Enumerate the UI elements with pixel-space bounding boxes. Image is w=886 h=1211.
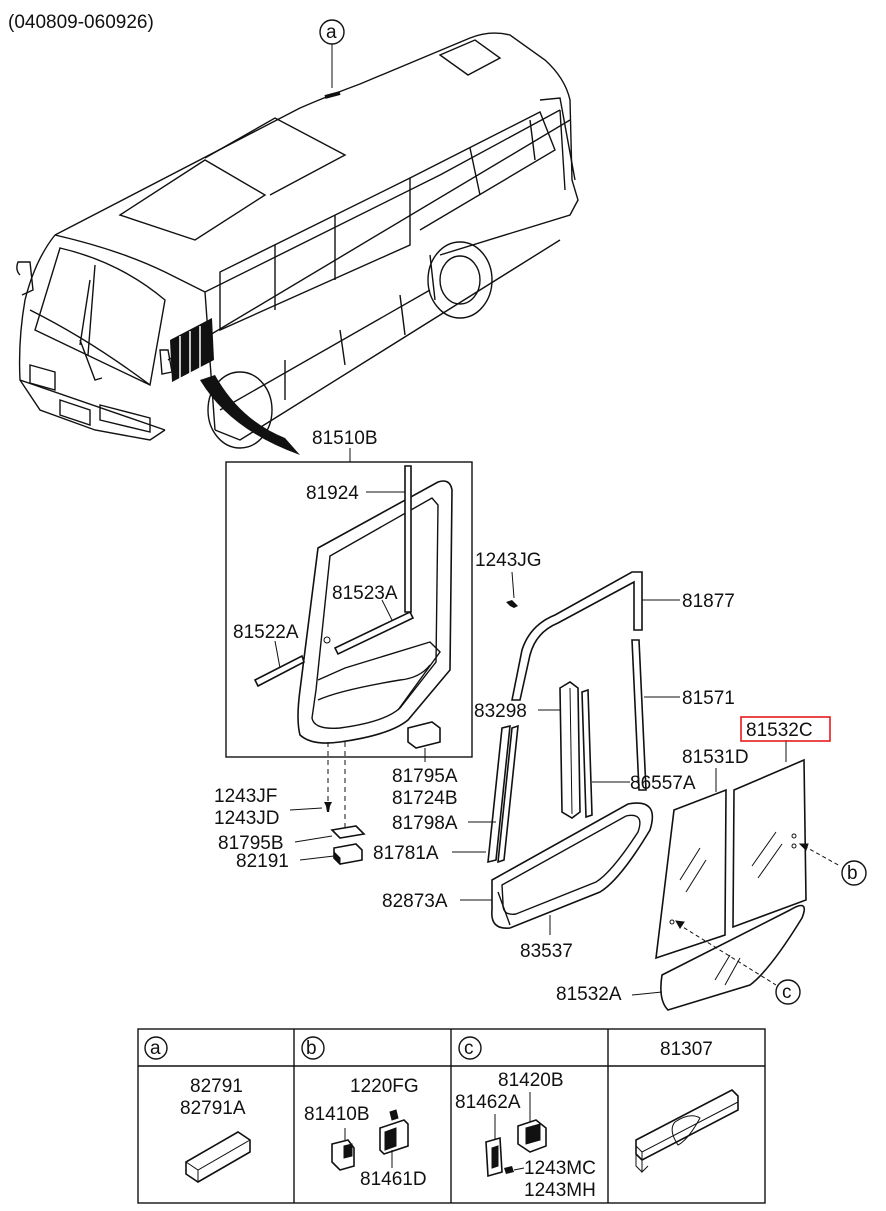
part-83298 bbox=[559, 681, 581, 819]
part-81877 bbox=[511, 571, 643, 701]
part-81571 bbox=[631, 639, 647, 791]
callout-b: b bbox=[847, 863, 858, 884]
door-window-highlight bbox=[170, 318, 214, 382]
cell-b-1220FG: 1220FG bbox=[350, 1076, 419, 1097]
part-81781A bbox=[497, 724, 519, 864]
label-81724B: 81724B bbox=[392, 788, 458, 809]
label-81532A: 81532A bbox=[556, 984, 622, 1005]
bus-illustration bbox=[16, 32, 579, 449]
label-1243JG: 1243JG bbox=[475, 550, 542, 571]
part-81795A bbox=[407, 721, 441, 749]
highlight-box-81532C bbox=[740, 716, 831, 742]
pointer-arrow bbox=[200, 375, 300, 455]
label-82191: 82191 bbox=[236, 851, 289, 872]
cell-c-81462A: 81462A bbox=[455, 1092, 521, 1113]
weatherstrip-81307-icon bbox=[635, 1089, 739, 1161]
label-81795B: 81795B bbox=[218, 833, 284, 854]
cell-b-81410B: 81410B bbox=[304, 1104, 370, 1125]
part-81795B bbox=[330, 825, 366, 839]
label-1243JF: 1243JF bbox=[214, 786, 277, 807]
label-81523A: 81523A bbox=[332, 583, 398, 604]
cell-a-82791: 82791 bbox=[190, 1076, 243, 1097]
label-83298: 83298 bbox=[474, 701, 527, 722]
cell-a-82791A: 82791A bbox=[180, 1098, 246, 1119]
label-81522A: 81522A bbox=[233, 622, 299, 643]
cell-c-1243MH: 1243MH bbox=[524, 1180, 596, 1201]
part-82873A bbox=[491, 802, 654, 929]
label-81877: 81877 bbox=[682, 591, 735, 612]
table-header-a: a bbox=[150, 1038, 161, 1059]
screw-1243JF bbox=[324, 802, 332, 812]
label-82873A: 82873A bbox=[382, 891, 448, 912]
door-assembly-box bbox=[225, 461, 473, 758]
table-header-81307: 81307 bbox=[660, 1039, 713, 1060]
label-81510B: 81510B bbox=[312, 428, 378, 449]
screw-1243MC-icon bbox=[504, 1166, 514, 1174]
glass-81532C bbox=[732, 758, 807, 929]
label-81781A: 81781A bbox=[373, 843, 439, 864]
label-81798A: 81798A bbox=[392, 813, 458, 834]
part-86557A bbox=[581, 688, 593, 819]
label-81795A: 81795A bbox=[392, 766, 458, 787]
table-header-b: b bbox=[306, 1038, 317, 1059]
clip-82791-icon bbox=[185, 1131, 251, 1183]
glass-81531D bbox=[655, 788, 727, 960]
callout-a: a bbox=[326, 22, 337, 43]
label-81924: 81924 bbox=[306, 483, 359, 504]
screw-1243JG bbox=[506, 600, 518, 608]
cell-c-1243MC: 1243MC bbox=[524, 1158, 596, 1179]
label-81531D: 81531D bbox=[682, 747, 749, 768]
door-frame bbox=[253, 465, 453, 744]
part-81798A bbox=[487, 724, 511, 864]
table-header-c: c bbox=[464, 1038, 474, 1059]
callout-c: c bbox=[782, 982, 792, 1003]
cell-c-81420B: 81420B bbox=[498, 1070, 564, 1091]
label-83537: 83537 bbox=[520, 941, 573, 962]
date-range: (040809-060926) bbox=[8, 12, 154, 33]
label-81532C: 81532C bbox=[746, 720, 813, 741]
label-1243JD: 1243JD bbox=[214, 808, 280, 829]
roof-clip bbox=[324, 91, 341, 99]
cell-b-81461D: 81461D bbox=[360, 1169, 427, 1190]
label-81571: 81571 bbox=[682, 688, 735, 709]
label-86557A: 86557A bbox=[630, 773, 696, 794]
parts-table: a b c 81307 82791 82791A 1220FG 81410B 8… bbox=[137, 1028, 766, 1204]
